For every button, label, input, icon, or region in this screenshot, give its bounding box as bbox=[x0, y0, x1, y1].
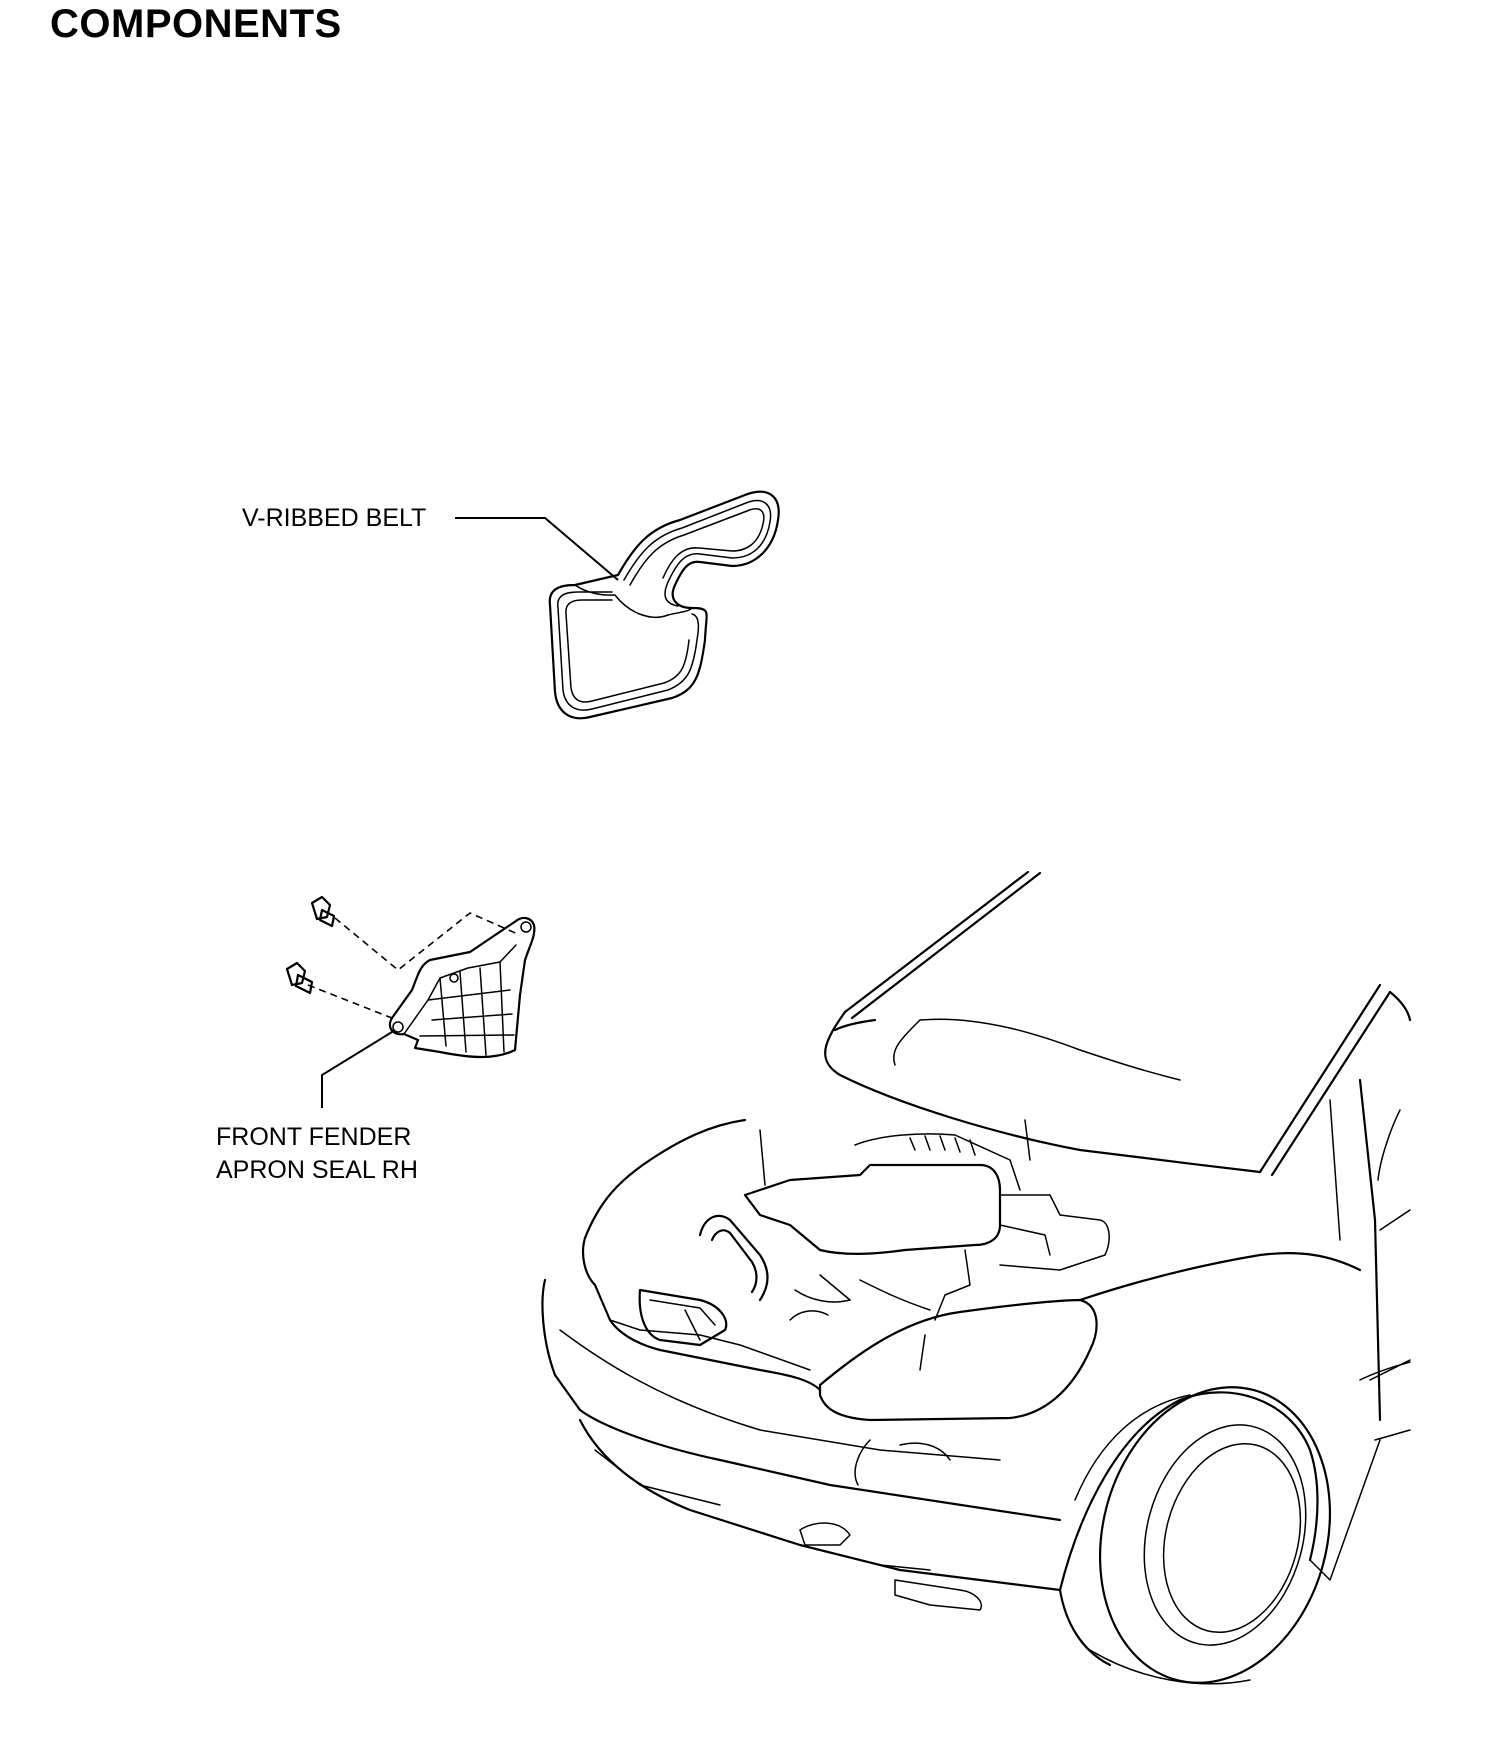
v-ribbed-belt-label: V-RIBBED BELT bbox=[242, 504, 427, 532]
front-fender-apron-seal-label-line1: FRONT FENDER bbox=[216, 1123, 412, 1151]
v-ribbed-belt-leader-line bbox=[455, 517, 619, 581]
front-fender-apron-seal-label: FRONT FENDER APRON SEAL RH bbox=[216, 1121, 418, 1187]
upper-bolt-icon bbox=[310, 895, 336, 928]
apron-seal-leader-line bbox=[321, 1031, 393, 1108]
apron-seal-bracket-illustration bbox=[285, 895, 536, 1108]
v-ribbed-belt-illustration bbox=[455, 490, 780, 720]
vehicle-illustration bbox=[541, 870, 1412, 1685]
page-title: COMPONENTS bbox=[50, 2, 342, 46]
lower-bolt-icon bbox=[285, 961, 314, 995]
front-fender-apron-seal-label-line2: APRON SEAL RH bbox=[216, 1156, 418, 1184]
